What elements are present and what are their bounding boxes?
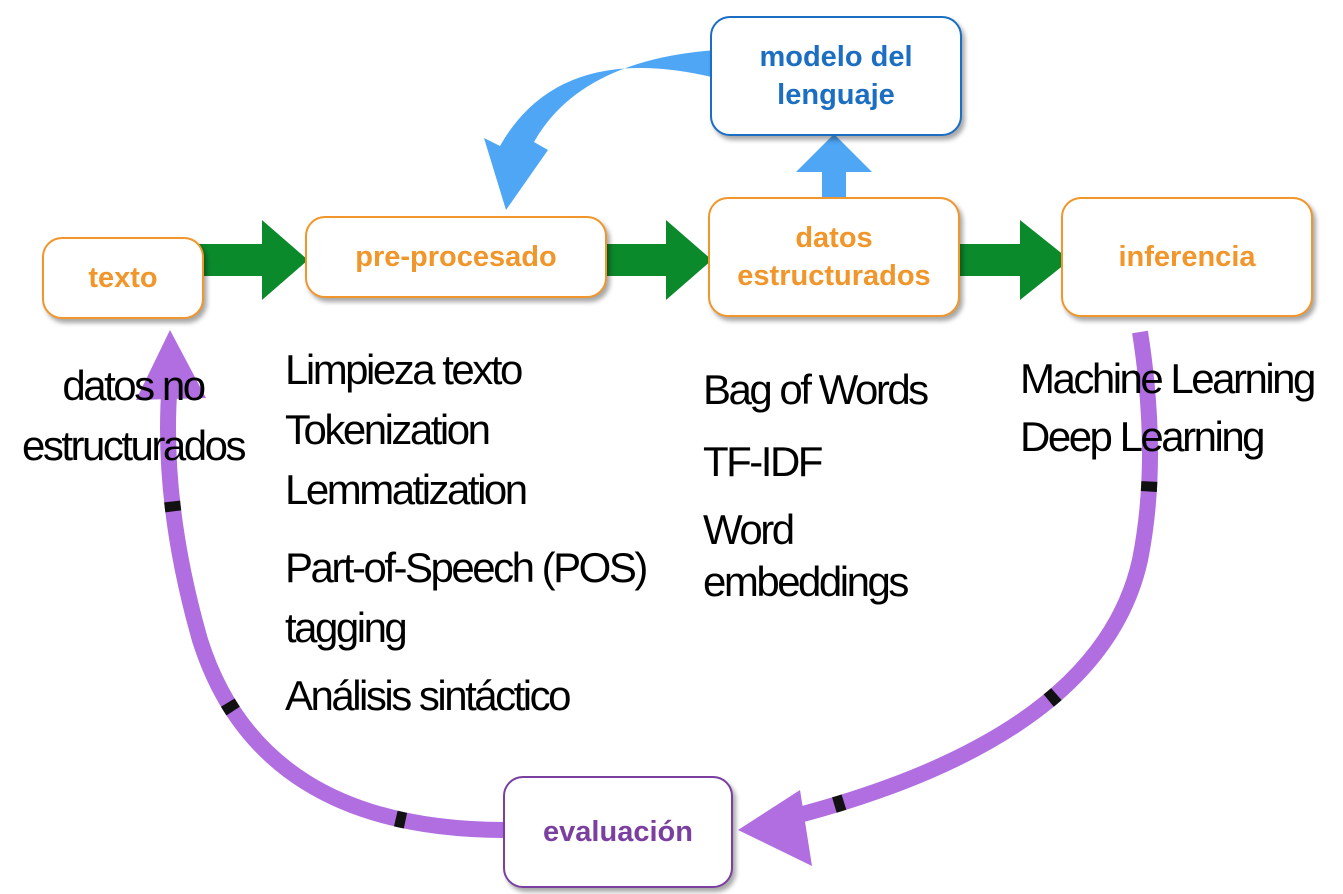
list-texto: datos no estructurados (8, 356, 258, 476)
node-preprocesado: pre-procesado (305, 216, 607, 298)
node-datos-label: datos estructurados (737, 222, 931, 292)
arrow-preprocesado-to-datos (602, 220, 712, 300)
node-texto: texto (42, 237, 204, 319)
list-datos-estructurados: Bag of Words TF-IDF Word embeddings (703, 360, 929, 608)
list-item: estructurados (22, 422, 246, 469)
node-texto-label: texto (88, 262, 158, 294)
node-modelo-label: modelo del lenguaje (759, 41, 913, 111)
node-datos-estructurados: datos estructurados (708, 197, 960, 317)
node-inferencia-label: inferencia (1118, 241, 1256, 273)
list-item: datos no (62, 362, 206, 409)
list-item: Word (703, 506, 795, 553)
arrow-datos-to-inferencia (955, 220, 1070, 300)
list-preprocesado: Limpieza texto Tokenization Lemmatizatio… (285, 340, 648, 726)
arrow-datos-to-modelo (796, 134, 872, 206)
arrow-evaluacion-to-texto (136, 330, 206, 400)
list-inferencia: Machine Learning Deep Learning (1020, 350, 1316, 466)
arrow-inferencia-to-evaluacion (738, 790, 812, 866)
node-evaluacion: evaluación (503, 776, 733, 888)
list-item: embeddings (703, 558, 909, 605)
node-evaluacion-label: evaluación (543, 816, 693, 848)
list-item: Lemmatization (285, 466, 528, 513)
list-item: Bag of Words (703, 366, 929, 413)
node-modelo-lenguaje: modelo del lenguaje (710, 16, 962, 136)
list-item: tagging (285, 604, 408, 651)
return-cycle (136, 330, 1158, 866)
list-item: Limpieza texto (285, 346, 523, 393)
list-item: Machine Learning (1020, 355, 1316, 402)
arrow-texto-to-preprocesado (198, 220, 308, 300)
list-item: Part-of-Speech (POS) (285, 544, 648, 591)
list-item: Tokenization (285, 406, 491, 453)
node-preprocesado-label: pre-procesado (355, 241, 557, 273)
arrow-modelo-to-preprocesado (484, 50, 716, 210)
list-item: Análisis sintáctico (285, 672, 571, 719)
list-item: TF-IDF (703, 438, 823, 485)
node-inferencia: inferencia (1061, 197, 1313, 317)
list-item: Deep Learning (1020, 413, 1266, 460)
